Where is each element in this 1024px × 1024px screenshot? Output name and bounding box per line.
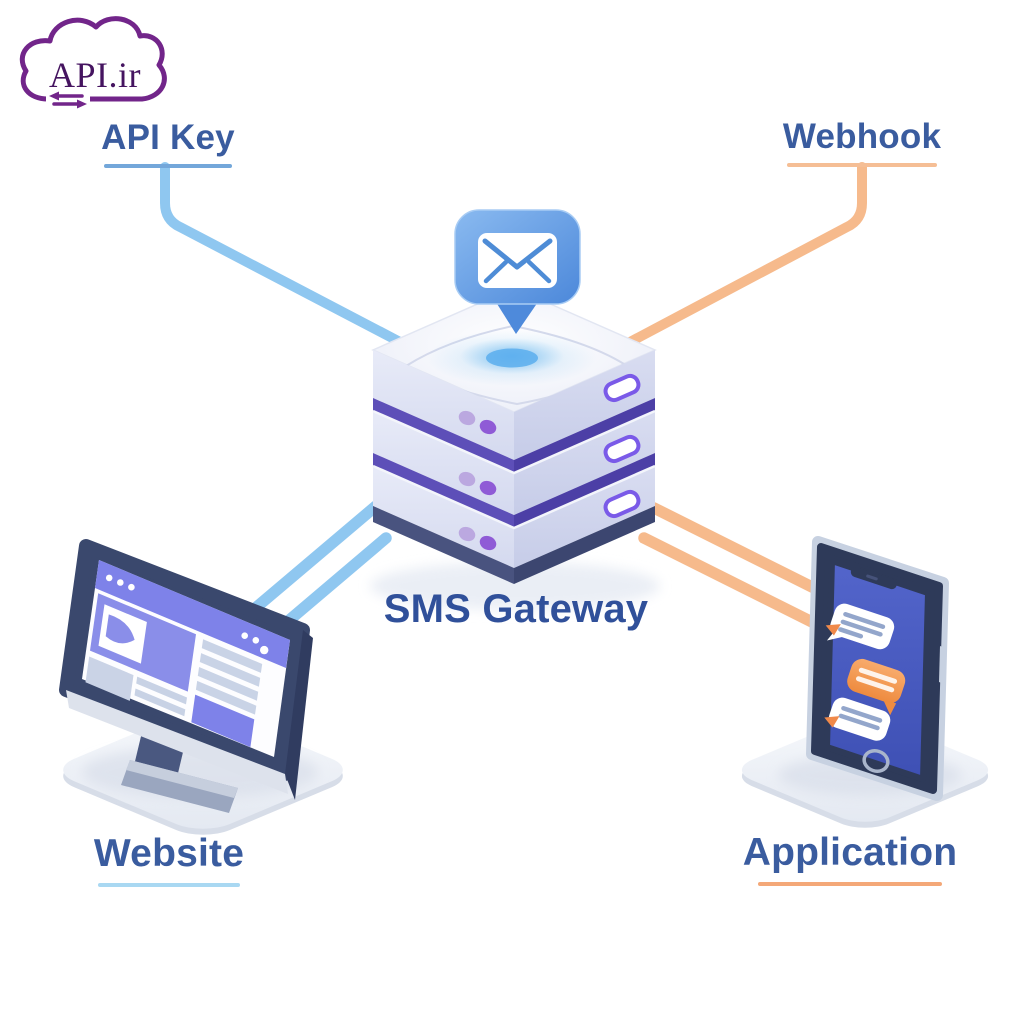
cloud-icon: [19, 16, 167, 102]
desktop-monitor-icon: [59, 539, 313, 813]
server-tier1-left: [373, 350, 514, 460]
monitor-stand-foot-highlight: [126, 760, 238, 798]
label-website: Website: [69, 831, 269, 887]
bubble-tail: [494, 299, 540, 334]
monitor-chin: [66, 690, 288, 794]
gateway-glow-core: [486, 348, 538, 368]
gateway-shadow: [370, 562, 660, 610]
server-band1-left: [373, 398, 514, 473]
server-band2-right: [514, 453, 655, 528]
label-api-key: API Key: [68, 117, 268, 168]
sms-gateway-label-text: SMS Gateway: [383, 587, 649, 631]
webhook-label-text: Webhook: [782, 117, 942, 156]
application-underline: [758, 881, 942, 886]
webpage-cta-block: [191, 694, 255, 748]
smartphone-chat-icon: [806, 536, 949, 801]
gateway-website-line-1: [240, 500, 382, 622]
sync-arrows-icon: [49, 91, 87, 109]
gateway-application-line-2: [638, 532, 832, 635]
phone-home-button: [862, 749, 890, 773]
api-key-underline: [104, 164, 232, 168]
envelope-icon: [478, 233, 557, 288]
chat-bubble-outgoing: [847, 658, 906, 716]
monitor-side-edge: [285, 630, 313, 800]
send-arrow-icon: [825, 624, 841, 636]
gateway-website-line-2: [274, 532, 392, 634]
server-base-right: [514, 506, 655, 584]
gateway-application-line-1: [648, 502, 840, 604]
webhook-connector-line: [625, 162, 867, 347]
chat-bubble-incoming-2: [824, 697, 891, 741]
webpage-sidebar-bar: [195, 680, 257, 715]
server-stack-icon: [371, 287, 657, 584]
server-edge-highlight: [372, 464, 656, 530]
server-band2-left: [373, 453, 514, 528]
label-webhook: Webhook: [762, 116, 962, 167]
apiir-logo: API.ir: [19, 16, 167, 111]
webpage-text-line: [136, 676, 187, 705]
api-key-label-text: API Key: [101, 118, 235, 157]
api-key-connector-line: [160, 162, 405, 347]
webpage-block: [85, 656, 134, 701]
webpage-sidebar-bar: [199, 653, 261, 687]
envelope-message-bubble-icon: [454, 209, 581, 334]
webpage-text-line: [134, 688, 186, 717]
server-band1-right: [514, 398, 655, 473]
server-tier1-right: [514, 350, 655, 460]
server-tier2-left: [373, 411, 514, 515]
browser-header-dots: [105, 574, 269, 655]
server-base-left: [373, 506, 514, 584]
website-label-text: Website: [93, 832, 245, 875]
server-tier3-right: [514, 466, 655, 568]
label-application: Application: [740, 830, 960, 886]
website-underline: [98, 882, 240, 887]
logo-text: API.ir: [49, 55, 141, 95]
webpage-sidebar-bar: [197, 667, 259, 701]
application-label-text: Application: [742, 831, 958, 874]
server-tier3-left: [373, 466, 514, 568]
server-led-dots: [458, 410, 497, 551]
server-tier2-right: [514, 411, 655, 515]
webpage-hero-shape: [105, 614, 135, 644]
chat-bubble-incoming-1: [825, 603, 895, 650]
phone-side-button: [939, 646, 945, 684]
webpage-sidebar-bar: [201, 639, 263, 673]
phone-notch: [850, 567, 897, 590]
browser-header-bar: [95, 560, 290, 668]
server-edge-highlight: [372, 409, 656, 475]
webhook-underline: [787, 163, 937, 167]
send-arrow-icon: [824, 716, 840, 728]
server-drive-slots: [603, 373, 641, 519]
label-sms-gateway: SMS Gateway: [366, 585, 666, 633]
